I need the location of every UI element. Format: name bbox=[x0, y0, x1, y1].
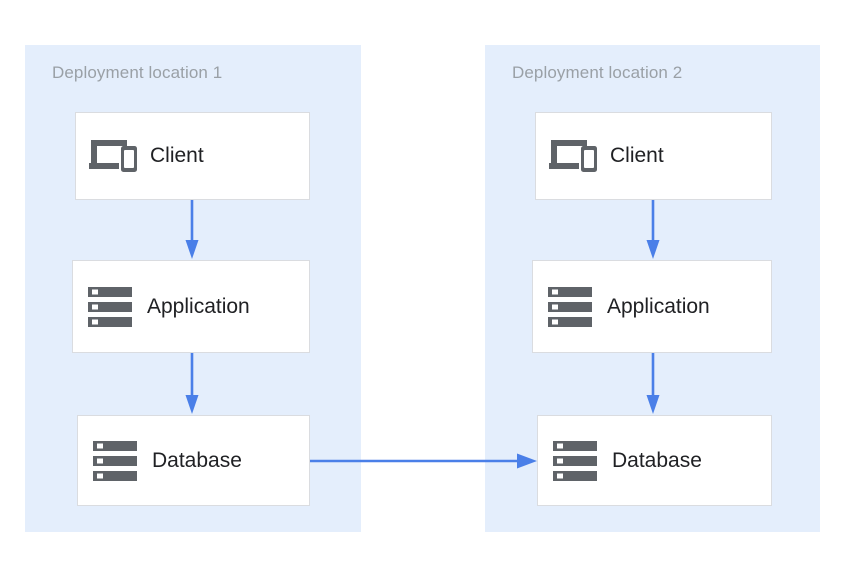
connector-application-2-to-database-2 bbox=[645, 353, 661, 415]
node-database-1[interactable]: Database bbox=[77, 415, 310, 506]
server-icon bbox=[538, 416, 612, 505]
node-client-2-label: Client bbox=[610, 144, 664, 167]
node-application-1-label: Application bbox=[147, 294, 250, 318]
connector-database-1-to-database-2 bbox=[310, 449, 538, 473]
zone-1-label: Deployment location 1 bbox=[52, 63, 223, 82]
zone-2-label: Deployment location 2 bbox=[512, 63, 683, 82]
node-application-2-label: Application bbox=[607, 294, 710, 318]
node-application-2[interactable]: Application bbox=[532, 260, 772, 353]
node-client-1[interactable]: Client bbox=[75, 112, 310, 200]
server-icon bbox=[73, 261, 147, 352]
devices-icon bbox=[76, 113, 150, 199]
node-database-1-label: Database bbox=[152, 448, 242, 472]
node-client-1-label: Client bbox=[150, 144, 204, 167]
node-client-2[interactable]: Client bbox=[535, 112, 772, 200]
connector-client-1-to-application-1 bbox=[184, 200, 200, 260]
node-database-2-label: Database bbox=[612, 448, 702, 472]
devices-icon bbox=[536, 113, 610, 199]
connector-application-1-to-database-1 bbox=[184, 353, 200, 415]
server-icon bbox=[533, 261, 607, 352]
node-application-1[interactable]: Application bbox=[72, 260, 310, 353]
node-database-2[interactable]: Database bbox=[537, 415, 772, 506]
connector-client-2-to-application-2 bbox=[645, 200, 661, 260]
server-icon bbox=[78, 416, 152, 505]
